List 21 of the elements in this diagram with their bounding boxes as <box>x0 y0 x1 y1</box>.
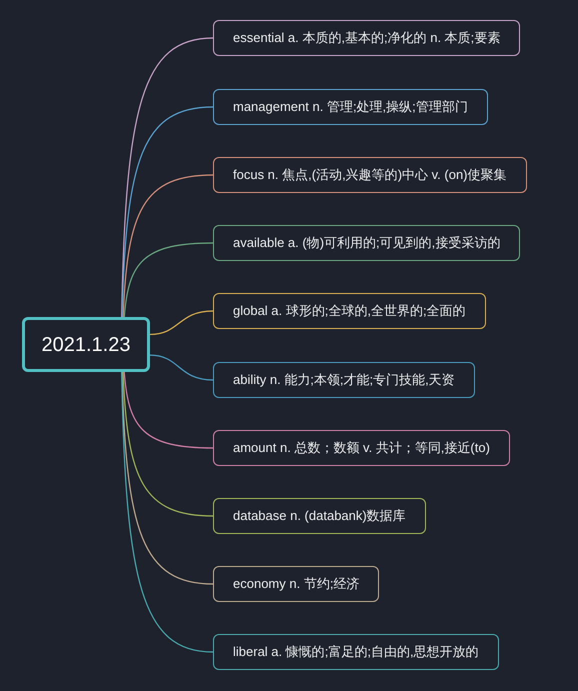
topic-box: amount n. 总数；数额 v. 共计；等同,接近(to) <box>213 430 510 466</box>
branch-line <box>124 372 214 449</box>
branch-line <box>121 106 214 318</box>
topic-box: economy n. 节约;经济 <box>213 566 380 602</box>
branch-line <box>122 372 214 517</box>
branch-line <box>121 372 214 653</box>
branch-line <box>122 174 214 318</box>
branch-line <box>121 37 214 318</box>
central-topic-box: 2021.1.23 <box>22 317 150 372</box>
topic-box: management n. 管理;处理,操纵;管理部门 <box>213 89 488 125</box>
branch-line <box>150 310 214 336</box>
topic-box: essential a. 本质的,基本的;净化的 n. 本质;要素 <box>213 20 520 56</box>
topic-box: available a. (物)可利用的;可见到的,接受采访的 <box>213 225 520 261</box>
topic-box: database n. (databank)数据库 <box>213 498 426 534</box>
branch-line <box>150 354 214 381</box>
branch-line <box>124 242 214 318</box>
topic-box: liberal a. 慷慨的;富足的;自由的,思想开放的 <box>213 634 499 670</box>
topic-box: ability n. 能力;本领;才能;专门技能,天资 <box>213 362 475 398</box>
branch-line <box>121 372 214 585</box>
topic-box: focus n. 焦点,(活动,兴趣等的)中心 v. (on)使聚集 <box>213 157 527 193</box>
topic-box: global a. 球形的;全球的,全世界的;全面的 <box>213 293 486 329</box>
